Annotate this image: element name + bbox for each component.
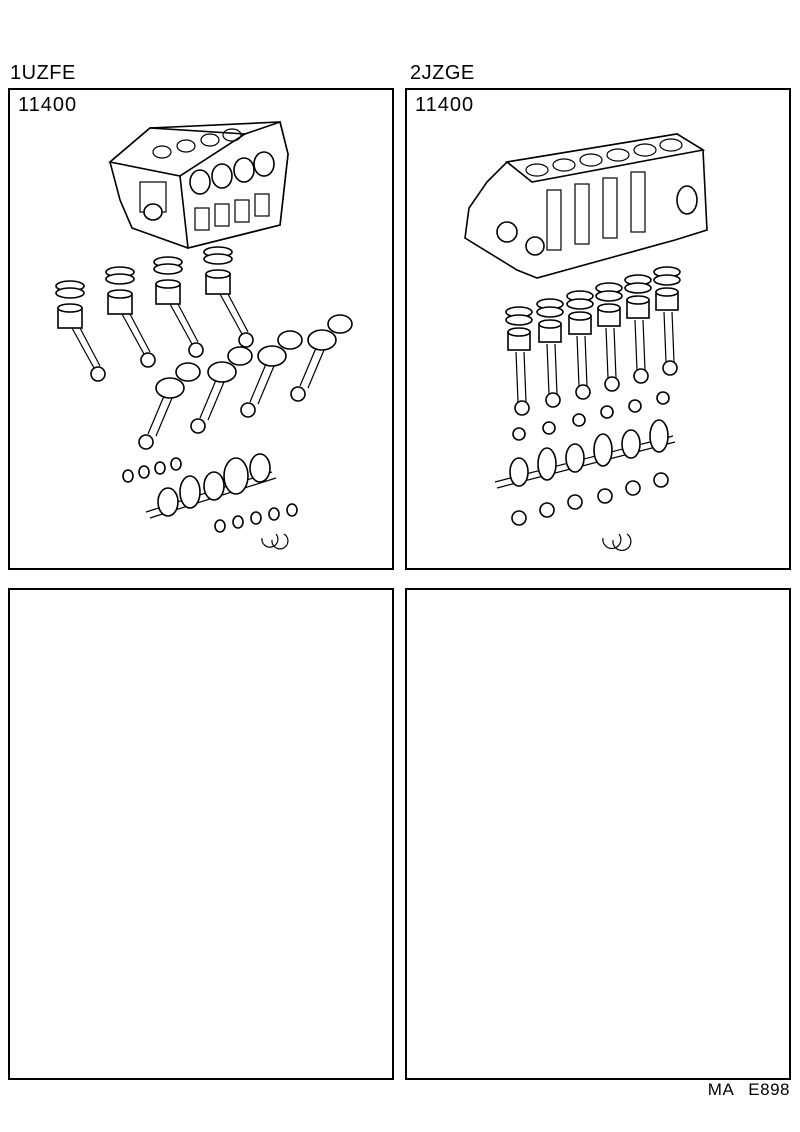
- catalog-code: MA: [707, 1080, 735, 1099]
- page-code: E898: [748, 1080, 790, 1099]
- part-number: 11400: [18, 94, 78, 116]
- piston-rod-set-icon: [55, 246, 353, 450]
- bearing-set-icon: [511, 391, 670, 551]
- v8-short-block-exploded-icon: [55, 120, 353, 550]
- cylinder-block-icon: [464, 133, 708, 279]
- part-number: 11400: [415, 94, 475, 116]
- crankshaft-icon: [494, 419, 676, 489]
- engine-code-1uzfe: 1UZFE: [10, 62, 76, 84]
- empty-panel-2jzge: [405, 588, 791, 1080]
- diagram-panel-1uzfe[interactable]: 11400: [8, 88, 394, 570]
- page-footer: MA E898: [708, 1080, 790, 1100]
- engine-code-2jzge: 2JZGE: [410, 62, 475, 84]
- piston-rod-set-icon: [505, 266, 681, 416]
- diagram-panel-2jzge[interactable]: 11400: [405, 88, 791, 570]
- cylinder-block-icon: [108, 120, 289, 249]
- inline6-short-block-exploded-icon: [464, 133, 708, 551]
- empty-panel-1uzfe: [8, 588, 394, 1080]
- crankshaft-icon: [145, 453, 277, 519]
- bearing-set-icon: [122, 457, 298, 550]
